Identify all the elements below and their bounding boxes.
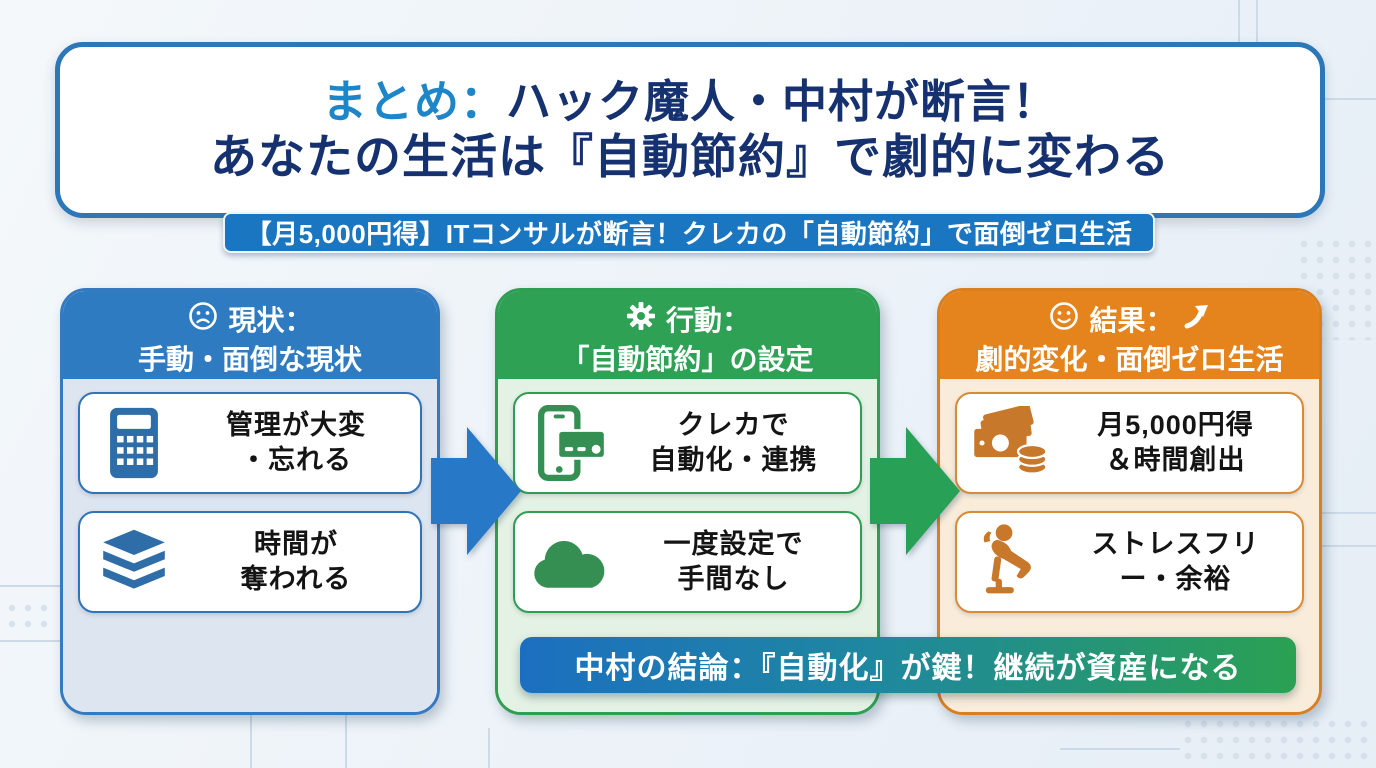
column-current-header-line1: 現状： — [228, 304, 313, 336]
column-result-header-line1: 結果： — [1089, 304, 1174, 336]
subtitle-badge: 【月5,000円得】ITコンサルが断言！クレカの「自動節約」で面倒ゼロ生活 — [223, 212, 1155, 253]
column-result-header-line2: 劇的変化・面倒ゼロ生活 — [975, 343, 1284, 375]
books-icon — [88, 527, 180, 597]
conclusion-banner: 中村の結論：『自動化』が鍵！継続が資産になる — [520, 637, 1296, 693]
card-creditcard-automation-text: クレカで 自動化・連携 — [649, 409, 818, 475]
phone-card-icon — [523, 404, 615, 482]
gear-icon — [625, 300, 657, 342]
card-management-text: 管理が大変 ・忘れる — [226, 409, 366, 475]
column-current-header: 現状： 手動・面倒な現状 — [63, 291, 437, 379]
card-creditcard-automation: クレカで 自動化・連携 — [513, 392, 862, 494]
card-management: 管理が大変 ・忘れる — [78, 392, 422, 494]
card-money-saved-text: 月5,000円得 ＆時間創出 — [1097, 409, 1254, 475]
cloud-icon — [523, 531, 615, 593]
relax-person-icon — [965, 523, 1057, 601]
title-main: ハック魔人・中村が断言！ — [506, 75, 1059, 127]
trend-up-icon — [1183, 302, 1211, 340]
card-set-once: 一度設定で 手間なし — [513, 511, 862, 613]
column-current-body: 管理が大変 ・忘れる 時間が 奪われる — [63, 379, 437, 712]
column-action-header-line2: 「自動節約」の設定 — [561, 343, 814, 375]
card-stress-free: ストレスフリ ー・余裕 — [955, 511, 1304, 613]
sad-face-icon — [187, 300, 219, 342]
title-prefix: まとめ： — [321, 75, 506, 127]
title-line1: まとめ：ハック魔人・中村が断言！ — [322, 75, 1058, 129]
title-line2: あなたの生活は『自動節約』で劇的に変わる — [210, 129, 1170, 183]
column-action-header: 行動： 「自動節約」の設定 — [498, 291, 877, 379]
arrow-action-to-result — [870, 427, 960, 555]
card-stress-free-text: ストレスフリ ー・余裕 — [1091, 528, 1260, 594]
column-result-header: 結果： 劇的変化・面倒ゼロ生活 — [940, 291, 1319, 379]
smiley-face-icon — [1048, 300, 1080, 342]
card-set-once-text: 一度設定で 手間なし — [663, 528, 804, 594]
column-action-header-line1: 行動： — [665, 304, 750, 336]
money-icon — [965, 406, 1057, 480]
column-current-state: 現状： 手動・面倒な現状 管理が大変 ・忘れる 時間が 奪われる — [60, 288, 440, 715]
card-time-lost-text: 時間が 奪われる — [240, 528, 352, 594]
card-money-saved: 月5,000円得 ＆時間創出 — [955, 392, 1304, 494]
card-time-lost: 時間が 奪われる — [78, 511, 422, 613]
column-current-header-line2: 手動・面倒な現状 — [137, 343, 362, 375]
title-banner: まとめ：ハック魔人・中村が断言！ あなたの生活は『自動節約』で劇的に変わる — [55, 42, 1325, 218]
calculator-icon — [88, 405, 180, 481]
arrow-current-to-action — [431, 427, 521, 555]
